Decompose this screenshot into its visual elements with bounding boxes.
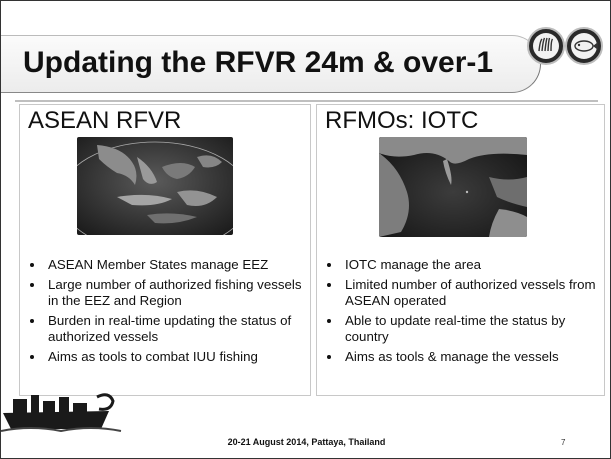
bullet-list: IOTC manage the area Limited number of a… [323,257,600,369]
list-item: Burden in real-time updating the status … [26,313,306,345]
fishing-boat-icon [1,391,131,433]
list-item: ASEAN Member States manage EEZ [26,257,306,273]
page-number: 7 [561,438,566,447]
list-item: Able to update real-time the status by c… [323,313,600,345]
asean-region-map-image [77,137,233,235]
list-item: Limited number of authorized vessels fro… [323,277,600,309]
logo-group [527,25,605,67]
bullet-dot-icon [327,283,331,287]
bullet-list: ASEAN Member States manage EEZ Large num… [26,257,306,369]
footer-text: 20-21 August 2014, Pattaya, Thailand [227,437,386,447]
bullet-dot-icon [30,283,34,287]
list-item: Aims as tools & manage the vessels [323,349,600,365]
bullet-dot-icon [327,263,331,267]
panel-heading: RFMOs: IOTC [325,107,479,134]
slide-title: Updating the RFVR 24m & over-1 [23,46,494,79]
title-bar: Updating the RFVR 24m & over-1 [1,35,541,93]
list-item: Aims as tools to combat IUU fishing [26,349,306,365]
title-divider [15,100,598,102]
bullet-dot-icon [30,263,34,267]
panel-rfmos-iotc: RFMOs: IOTC IOTC manage the area [316,104,605,396]
list-item: IOTC manage the area [323,257,600,273]
bullet-dot-icon [327,319,331,323]
bullet-dot-icon [30,355,34,359]
bullet-dot-icon [327,355,331,359]
bullet-dot-icon [30,319,34,323]
panel-heading: ASEAN RFVR [28,107,182,134]
seafdec-logo-icon [565,27,603,65]
panel-asean-rfvr: ASEAN RFVR ASEAN M [19,104,311,396]
asean-logo-icon [527,27,565,65]
indian-ocean-map-image [379,137,527,237]
list-item: Large number of authorized fishing vesse… [26,277,306,309]
